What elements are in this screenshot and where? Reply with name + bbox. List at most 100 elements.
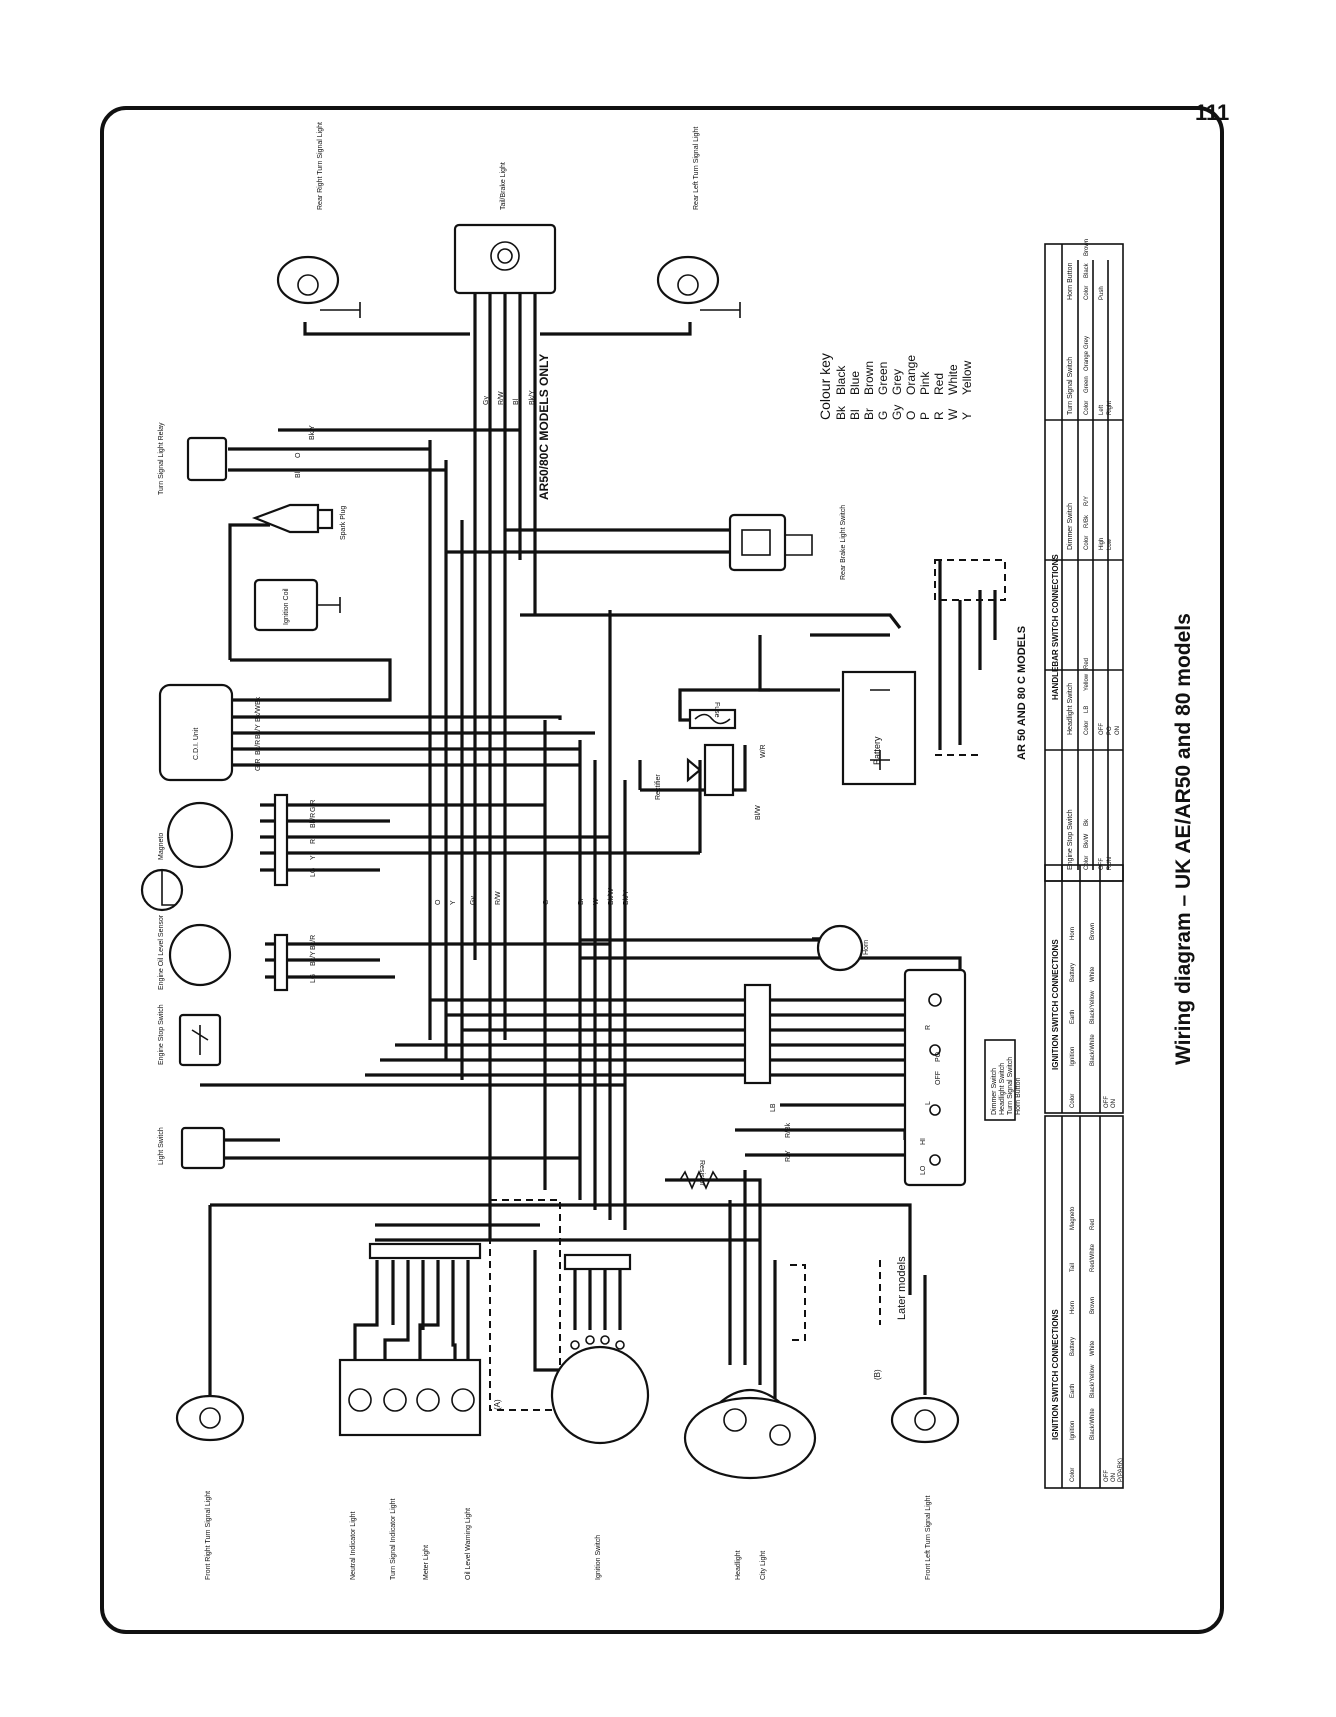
- colour-key-name: Red: [932, 373, 946, 395]
- table-row-label: Low: [1107, 538, 1113, 550]
- colour-key-name: Orange: [904, 355, 918, 395]
- wire-code: LG: [310, 868, 317, 877]
- switch-legend-item: Dimmer Switch: [991, 1068, 998, 1115]
- label-neutral-indicator: Neutral Indicator Light: [350, 1511, 357, 1580]
- label-rectifier: Rectifier: [655, 774, 662, 800]
- label-front-right-turn: Front Right Turn Signal Light: [205, 1491, 212, 1580]
- colour-key-title: Colour key: [817, 353, 833, 420]
- table-header: Yellow: [1084, 673, 1090, 691]
- wire-code: W: [593, 898, 600, 905]
- resistor: [665, 1170, 735, 1190]
- note-ar50-80c-only: AR50/80C MODELS ONLY: [537, 354, 551, 500]
- table-title: IGNITION SWITCH CONNECTIONS: [1051, 1309, 1060, 1440]
- colour-key-code: G: [876, 411, 890, 420]
- table-header: Color: [1084, 401, 1090, 415]
- table-header: Earth: [1070, 1010, 1076, 1024]
- cdi-unit: [158, 683, 234, 782]
- note-ref-b: (B): [873, 1369, 882, 1380]
- table-header: Orange: [1084, 350, 1090, 371]
- wire-code: Y: [310, 855, 317, 860]
- table-subheader: Red/White: [1090, 1243, 1096, 1272]
- ignition-switch: [550, 1335, 650, 1445]
- table-row-label: Push: [1099, 286, 1105, 300]
- label-magneto: Magneto: [158, 833, 165, 860]
- switch-mark: HI: [920, 1138, 927, 1145]
- table-subheader: Black/Yellow: [1090, 990, 1096, 1024]
- colour-key-name: Pink: [918, 371, 932, 395]
- table-subheader: Black/Yellow: [1090, 1364, 1096, 1398]
- table-subheader: White: [1090, 1340, 1096, 1356]
- table-header: Red: [1084, 658, 1090, 669]
- table-row-label: ON: [1115, 726, 1121, 735]
- ignition-coil: [253, 578, 341, 632]
- diagram-frame: [100, 106, 1224, 1634]
- label-engine-stop: Engine Stop Switch: [158, 1004, 165, 1065]
- light-switch: [180, 1126, 226, 1170]
- table-row-label: PO: [1107, 726, 1113, 735]
- label-brake-switch: Rear Brake Light Switch: [840, 505, 847, 580]
- colour-key-name: Brown: [862, 361, 876, 395]
- table-header: Magneto: [1070, 1206, 1076, 1230]
- wire-code: R: [310, 839, 317, 844]
- table-header: R/Y: [1084, 496, 1090, 506]
- table-header: Color: [1070, 1468, 1076, 1482]
- colour-key-code: Bl: [848, 409, 862, 420]
- table-subtitle: Turn Signal Switch: [1067, 357, 1074, 415]
- switch-mark: OFF: [935, 1071, 942, 1085]
- switch-legend: Dimmer Switch Headlight Switch Turn Sign…: [920, 1025, 1022, 1175]
- colour-key-code: Y: [960, 412, 974, 420]
- wire-code: Bk: [255, 696, 262, 705]
- table-subheader: Black/White: [1090, 1034, 1096, 1066]
- label-turn-indicator: Turn Signal Indicator Light: [390, 1498, 397, 1580]
- switch-mark: PO: [935, 1051, 942, 1062]
- engine-stop-switch: [178, 1013, 222, 1067]
- switch-mark: LO: [920, 1165, 927, 1175]
- rectifier: [686, 743, 735, 797]
- wire-code: O: [295, 452, 302, 458]
- headlight: [683, 1388, 817, 1480]
- colour-key-code: W: [946, 408, 960, 420]
- label-oil-sensor: Engine Oil Level Sensor: [158, 914, 165, 990]
- wire-code: Bk/Y: [529, 390, 536, 405]
- table-subheader: Red: [1090, 1219, 1096, 1230]
- colour-key-name: Blue: [848, 371, 862, 395]
- table-subtitle: Dimmer Switch: [1067, 503, 1074, 550]
- front-right-turn-lamp: [175, 1394, 245, 1442]
- table-header: Black: [1084, 262, 1090, 278]
- rear-right-turn-lamp: [276, 255, 361, 318]
- table-row-label: Left: [1099, 405, 1105, 415]
- label-spark-plug: Spark Plug: [340, 506, 347, 540]
- label-battery: Battery: [872, 736, 882, 765]
- table-header: Bk: [1084, 818, 1090, 826]
- table-row-label: RUN: [1107, 857, 1113, 870]
- spark-plug: [251, 503, 334, 534]
- label-rear-right-turn: Rear Right Turn Signal Light: [317, 122, 324, 210]
- table-row-label: OFF: [1099, 858, 1105, 870]
- colour-key-code: Bk: [834, 405, 848, 420]
- ignition-switch-table-b: IGNITION SWITCH CONNECTIONS ColorIgnitio…: [1044, 1115, 1124, 1489]
- wire-code: Bk/Y: [623, 890, 630, 905]
- label-light-switch: Light Switch: [158, 1127, 165, 1165]
- wire-code: Bk/Y: [310, 951, 317, 966]
- table-row-label: OFF: [1099, 723, 1105, 735]
- table-row-label: ON: [1111, 1473, 1117, 1482]
- table-row-label: OFF: [1104, 1096, 1110, 1108]
- table-header: Green: [1084, 376, 1090, 393]
- label-ignition-coil: Ignition Coil: [283, 588, 290, 625]
- indicator-lamp-cluster: [338, 1358, 482, 1437]
- wire-code: Bk/R: [255, 740, 262, 755]
- wire-code: Bk/Y: [255, 724, 262, 739]
- wiring-harness: [200, 290, 1006, 1411]
- table-header: LB: [1084, 706, 1090, 713]
- table-header: Ignition: [1070, 1047, 1076, 1066]
- colour-key-code: Gy: [890, 405, 904, 420]
- table-title: IGNITION SWITCH CONNECTIONS: [1051, 939, 1060, 1070]
- fuse: [688, 708, 737, 730]
- wire-code: O: [435, 899, 442, 905]
- front-left-turn-lamp: [890, 1396, 960, 1444]
- label-tail-brake: Tail/Brake Light: [500, 162, 507, 210]
- note-later-models: Later models: [896, 1256, 908, 1320]
- label-fuse: Fuse: [713, 702, 720, 718]
- wire-code: Y: [450, 900, 457, 905]
